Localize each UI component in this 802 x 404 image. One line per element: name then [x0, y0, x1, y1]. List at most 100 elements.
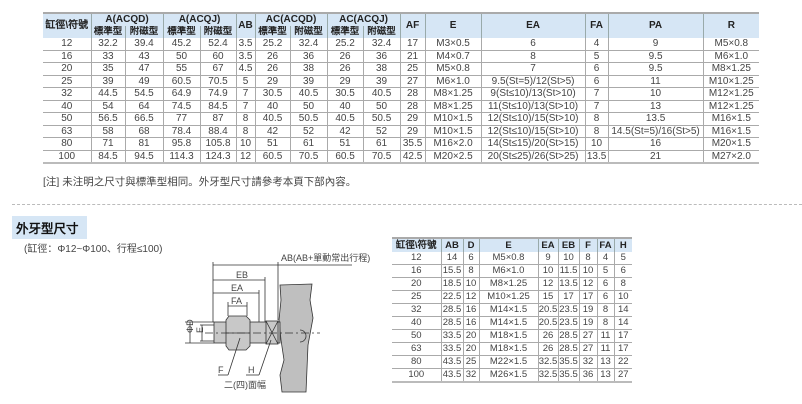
header-a-acqj: A(ACQJ) — [162, 13, 237, 26]
table-cell: 11 — [596, 329, 615, 343]
table-cell: 23.5 — [557, 316, 580, 330]
table-cell: 13 — [596, 368, 615, 383]
table-cell: 32.5 — [537, 368, 559, 383]
table-cell: 12 — [462, 290, 480, 304]
table-cell: 28.5 — [557, 329, 580, 343]
header-ea: EA — [480, 13, 586, 38]
table-cell: M8×1.25 — [478, 277, 539, 291]
table-cell: 94.5 — [124, 150, 164, 164]
table-cell: 4 — [596, 252, 615, 265]
table-cell: 17 — [613, 329, 632, 343]
table-cell: M18×1.5 — [478, 329, 539, 343]
column-header: FA — [596, 238, 615, 252]
table-cell: 20.5 — [537, 316, 559, 330]
table-cell: 27 — [578, 342, 598, 356]
table-cell: 54.5 — [124, 87, 164, 101]
table-cell: M10×1.25 — [702, 75, 760, 88]
column-header: E — [478, 238, 539, 252]
table-cell: 16 — [392, 264, 442, 278]
table-cell: M18×1.5 — [478, 342, 539, 356]
section-title: 外牙型尺寸 — [12, 216, 87, 239]
table-cell: 38 — [362, 62, 401, 76]
header-ac-acqj: AC(ACQJ) — [326, 13, 401, 26]
table-cell: 16 — [462, 303, 480, 317]
table-cell: M16×1.5 — [702, 125, 760, 138]
table-cell: 80 — [392, 355, 442, 369]
table-cell: 20.5 — [537, 303, 559, 317]
table-cell: 17 — [613, 342, 632, 356]
table-cell: 22 — [613, 355, 632, 369]
table-cell: 40 — [392, 316, 442, 330]
header-magnetic: 附磁型 — [289, 26, 328, 38]
label-ea: EA — [231, 283, 243, 293]
table-cell: 18.5 — [440, 277, 464, 291]
table-cell: 70.5 — [199, 75, 237, 88]
table-cell: 28.5 — [440, 316, 464, 330]
header-af: AF — [399, 13, 426, 38]
table-cell: 47 — [124, 62, 164, 76]
table-cell: 50 — [289, 100, 328, 113]
column-header: EB — [557, 238, 580, 252]
table-cell: 124.3 — [199, 150, 237, 164]
label-ab: AB(AB+單動常出行程) — [281, 252, 370, 263]
header-magnetic: 附磁型 — [362, 26, 401, 38]
table-cell: 5 — [596, 264, 615, 278]
table-cell: 20 — [462, 342, 480, 356]
table-cell: 32 — [392, 303, 442, 317]
table-cell: 8 — [613, 277, 632, 291]
table-cell: 19 — [578, 316, 598, 330]
header-bore: 缸徑\符號 — [43, 13, 92, 38]
table-cell: 38 — [289, 62, 328, 76]
table-cell: 22.5 — [440, 290, 464, 304]
table-cell: 50.5 — [362, 112, 401, 126]
table-cell: 12 — [578, 277, 598, 291]
table-cell: M8×1.25 — [702, 62, 760, 76]
table-cell: 81 — [124, 137, 164, 151]
label-e: E — [195, 327, 205, 333]
table-cell: 11.5 — [557, 264, 580, 278]
header-magnetic: 附磁型 — [199, 26, 237, 38]
label-f: F — [218, 365, 224, 375]
header-fa: FA — [584, 13, 609, 38]
table-cell: M10×1.25 — [478, 290, 539, 304]
table-cell: 67 — [199, 62, 237, 76]
table-cell: 36 — [289, 50, 328, 63]
table-cell: 27 — [613, 368, 632, 383]
table-cell: 27 — [578, 329, 598, 343]
label-eb: EB — [236, 270, 248, 280]
table-cell: 17 — [557, 290, 580, 304]
table-cell: 60 — [199, 50, 237, 63]
table-cell: 87 — [199, 112, 237, 126]
table-cell: 6 — [613, 264, 632, 278]
table-cell: 50 — [362, 100, 401, 113]
table-cell: 5 — [613, 252, 632, 265]
table-cell: 33.5 — [440, 329, 464, 343]
table-cell: 66.5 — [124, 112, 164, 126]
table-cell: 25 — [392, 290, 442, 304]
table-cell: 105.8 — [199, 137, 237, 151]
section-subtitle: (缸徑：Φ12~Φ100、行程≤100) — [24, 244, 163, 255]
table-cell: 33.5 — [440, 342, 464, 356]
divider — [12, 204, 802, 205]
table-cell: M14×1.5 — [478, 316, 539, 330]
table-cell: 32 — [578, 355, 598, 369]
table-cell: 70.5 — [362, 150, 401, 164]
table-cell: M27×2.0 — [702, 150, 760, 164]
header-standard: 標準型 — [254, 26, 291, 38]
dimension-table: 缸徑\符號 A(ACQD) A(ACQJ) AB AC(ACQD) AC(ACQ… — [43, 12, 760, 164]
table-cell: 15.5 — [440, 264, 464, 278]
table-cell: 20 — [392, 277, 442, 291]
table-cell: 14 — [440, 252, 464, 265]
table-cell: 9 — [537, 252, 559, 265]
